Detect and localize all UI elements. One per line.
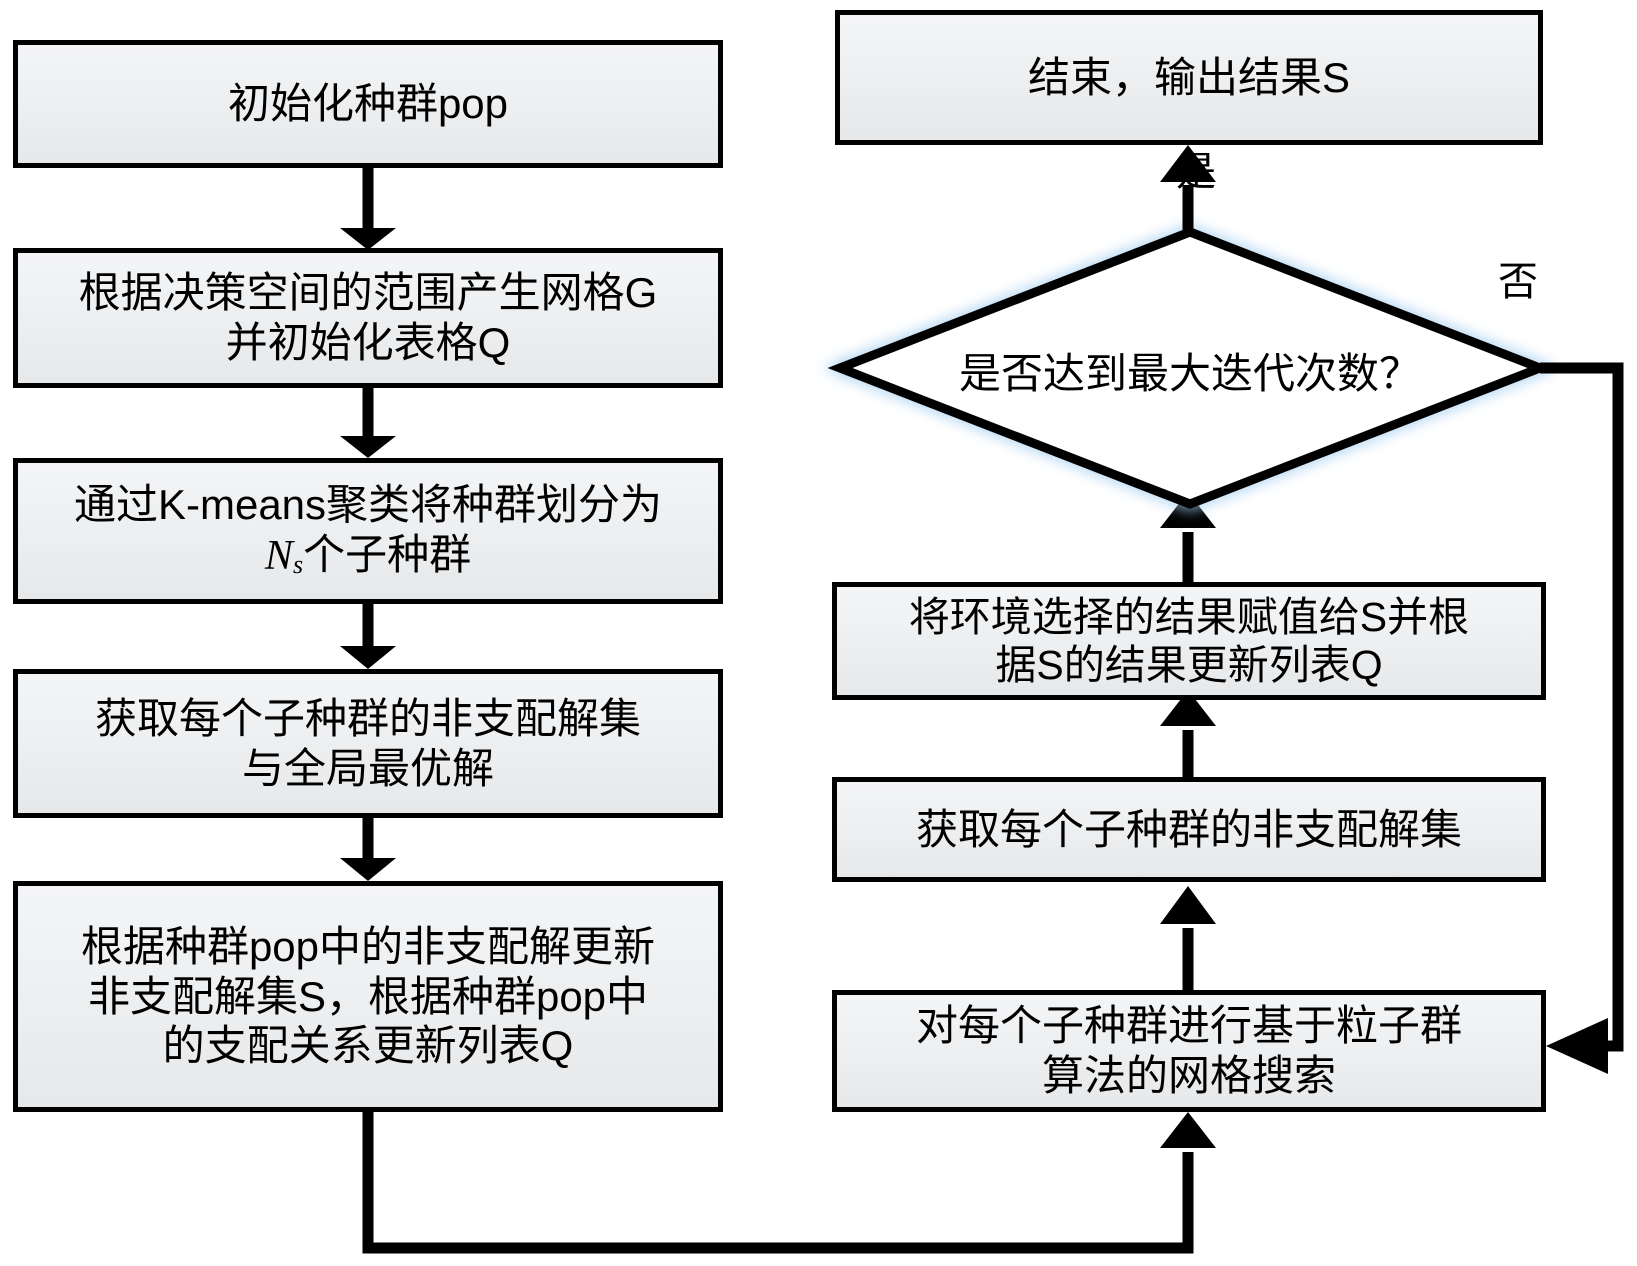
math-sub-s: s [292,550,304,580]
node-text-line-2: 并初始化表格Q [225,319,511,366]
node-text-line-1: 获取每个子种群的非支配解集 [94,694,641,742]
node-text-line-2: 算法的网格搜索 [1041,1052,1336,1099]
node-text: 是否达到最大迭代次数？ [958,350,1421,397]
math-var-N: N [264,533,293,579]
node-get-nondominated-and-gbest: 获取每个子种群的非支配解集 与全局最优解 [13,669,723,818]
edge-n3-n4 [340,604,396,669]
edge-label-yes: 是 [1176,150,1216,194]
node-text: 结束，输出结果S [1027,53,1350,101]
node-text-line-3: 的支配关系更新列表Q [162,1022,574,1070]
node-text-line-2: 据S的结果更新列表Q [995,642,1383,688]
node-update-archive-and-table: 根据种群pop中的非支配解更新 非支配解集S，根据种群pop中 的支配关系更新列… [13,881,723,1112]
node-text-line-2: Ns个子种群 [26,530,710,582]
edge-n9-n6-no [1540,362,1624,1074]
node-text-line-1: 根据种群pop中的非支配解更新 [80,923,656,971]
edge-n5-n6 [362,1112,1216,1254]
node-text-line-1: 对每个子种群进行基于粒子群 [915,1002,1462,1050]
node-pso-grid-search: 对每个子种群进行基于粒子群 算法的网格搜索 [832,990,1546,1112]
edge-n2-n3 [340,388,396,458]
node-assign-environmental-selection: 将环境选择的结果赋值给S并根 据S的结果更新列表Q [832,582,1546,700]
edge-n1-n2 [340,168,396,250]
node-text-line-2: 与全局最优解 [241,744,494,792]
node-kmeans-subpopulations: 通过K-means聚类将种群划分为 Ns个子种群 [13,458,723,604]
node-end-output-result: 结束，输出结果S [835,10,1543,145]
node-decision-max-iterations: 是否达到最大迭代次数？ [840,340,1540,401]
edge-n4-n5 [340,818,396,881]
edge-label-no: 否 [1498,260,1538,304]
node-text: 初始化种群pop [227,80,509,128]
edge-n7-n8 [1160,690,1216,777]
node-text: 获取每个子种群的非支配解集 [915,805,1462,853]
node-get-subpopulation-nondominated: 获取每个子种群的非支配解集 [832,777,1546,882]
node-text-line-1: 通过K-means聚类将种群划分为 [73,481,663,529]
edge-n8-n9 [1160,492,1216,582]
math-suffix: 个子种群 [303,531,472,578]
node-text-line-1: 将环境选择的结果赋值给S并根 [908,593,1470,640]
node-initialize-population: 初始化种群pop [13,40,723,168]
node-text-line-1: 根据决策空间的范围产生网格G [78,269,658,317]
edge-n6-n7 [1160,886,1216,990]
node-text-line-2: 非支配解集S，根据种群pop中 [87,972,649,1020]
node-create-grid-init-table: 根据决策空间的范围产生网格G 并初始化表格Q [13,248,723,388]
